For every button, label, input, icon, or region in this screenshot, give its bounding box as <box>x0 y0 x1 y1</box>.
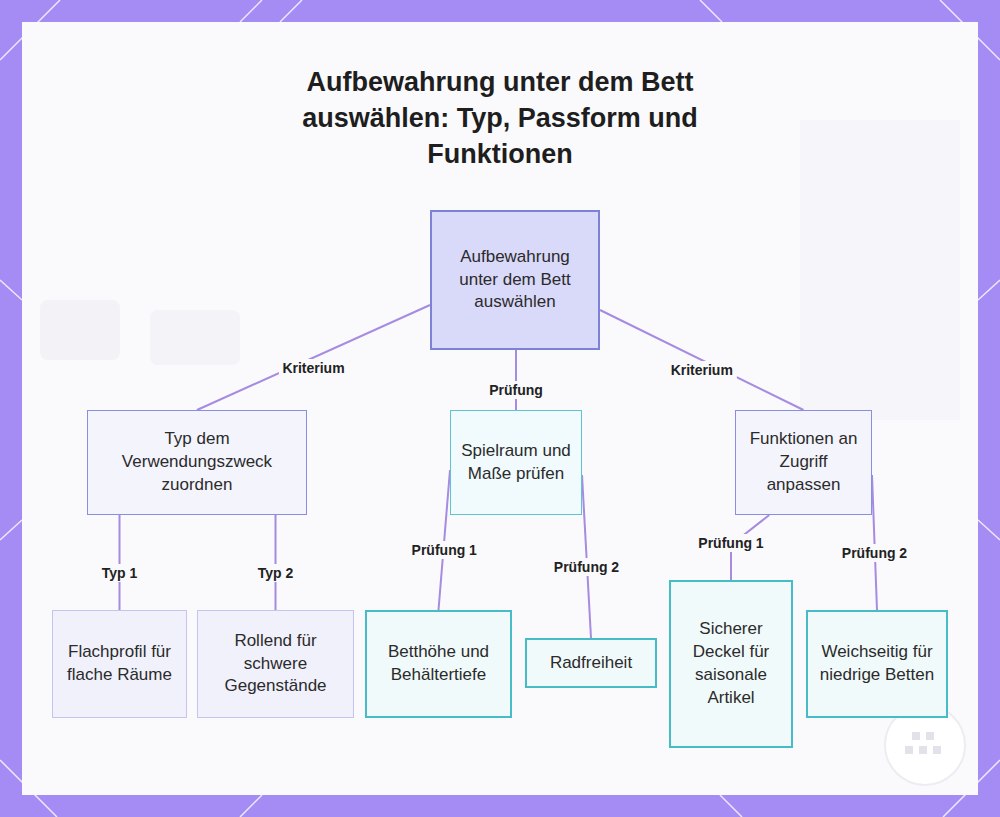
check-box: Sicherer Deckel für saisonale Artikel <box>669 580 793 748</box>
edge-label: Prüfung 2 <box>550 558 623 576</box>
node-label: Weichseitig für niedrige Betten <box>818 641 936 687</box>
connector-line <box>275 515 277 610</box>
diagram-title: Aufbewahrung unter dem Bett auswählen: T… <box>250 64 750 172</box>
edge-label: Kriterium <box>667 361 737 379</box>
node-label: Radfreiheit <box>550 652 632 675</box>
connector-line <box>439 470 451 610</box>
root-box: Aufbewahrung unter dem Bett auswählen <box>430 210 600 350</box>
edge-label: Typ 1 <box>98 564 142 582</box>
criterion-box: Typ dem Verwendungszweck zuordnen <box>87 410 307 515</box>
connector-line <box>582 475 591 638</box>
node-label: Typ dem Verwendungszweck zuordnen <box>98 428 296 497</box>
connector-line <box>119 515 121 610</box>
check-box: Betthöhe und Behältertiefe <box>365 610 512 718</box>
connector-line <box>872 475 877 610</box>
check-box: Spielraum und Maße prüfen <box>450 410 582 515</box>
watermark-icon <box>905 732 941 754</box>
connector-line <box>515 350 517 410</box>
edge-label: Prüfung 1 <box>694 534 767 552</box>
node-label: Funktionen an Zugriff anpassen <box>746 428 861 497</box>
type-box: Flachprofil für flache Räume <box>52 610 187 718</box>
criterion-box: Funktionen an Zugriff anpassen <box>735 410 872 515</box>
node-label: Flachprofil für flache Räume <box>63 641 176 687</box>
node-label: Rollend für schwere Gegenstände <box>208 630 343 699</box>
edge-label: Prüfung 2 <box>838 544 911 562</box>
edge-label: Kriterium <box>278 359 348 377</box>
card-ground <box>22 22 978 795</box>
node-label: Betthöhe und Behältertiefe <box>377 641 500 687</box>
edge-label: Prüfung <box>485 381 547 399</box>
edge-label: Prüfung 1 <box>408 541 481 559</box>
check-box: Radfreiheit <box>525 638 657 688</box>
connector-line <box>600 310 804 410</box>
type-box: Rollend für schwere Gegenstände <box>197 610 354 718</box>
connector-line <box>197 305 430 410</box>
edge-label: Typ 2 <box>254 564 298 582</box>
node-label: Sicherer Deckel für saisonale Artikel <box>681 618 781 710</box>
node-label: Aufbewahrung unter dem Bett auswählen <box>442 246 588 315</box>
node-label: Spielraum und Maße prüfen <box>461 440 571 486</box>
check-box: Weichseitig für niedrige Betten <box>806 610 948 718</box>
